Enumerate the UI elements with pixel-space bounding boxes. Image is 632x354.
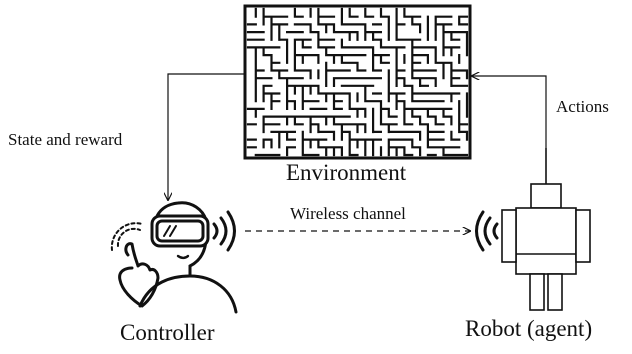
robot-icon (475, 148, 591, 311)
robot-label: Robot (agent) (465, 316, 593, 341)
maze-walls (246, 7, 469, 157)
state-reward-label: State and reward (8, 130, 123, 149)
controller-icon (110, 201, 238, 314)
wireless-label: Wireless channel (290, 204, 406, 223)
actions-label: Actions (556, 97, 609, 116)
edge-actions (472, 76, 547, 148)
controller-label: Controller (120, 320, 215, 345)
maze-image (243, 4, 472, 160)
environment-label: Environment (286, 160, 407, 185)
edge-state-reward (168, 73, 245, 200)
